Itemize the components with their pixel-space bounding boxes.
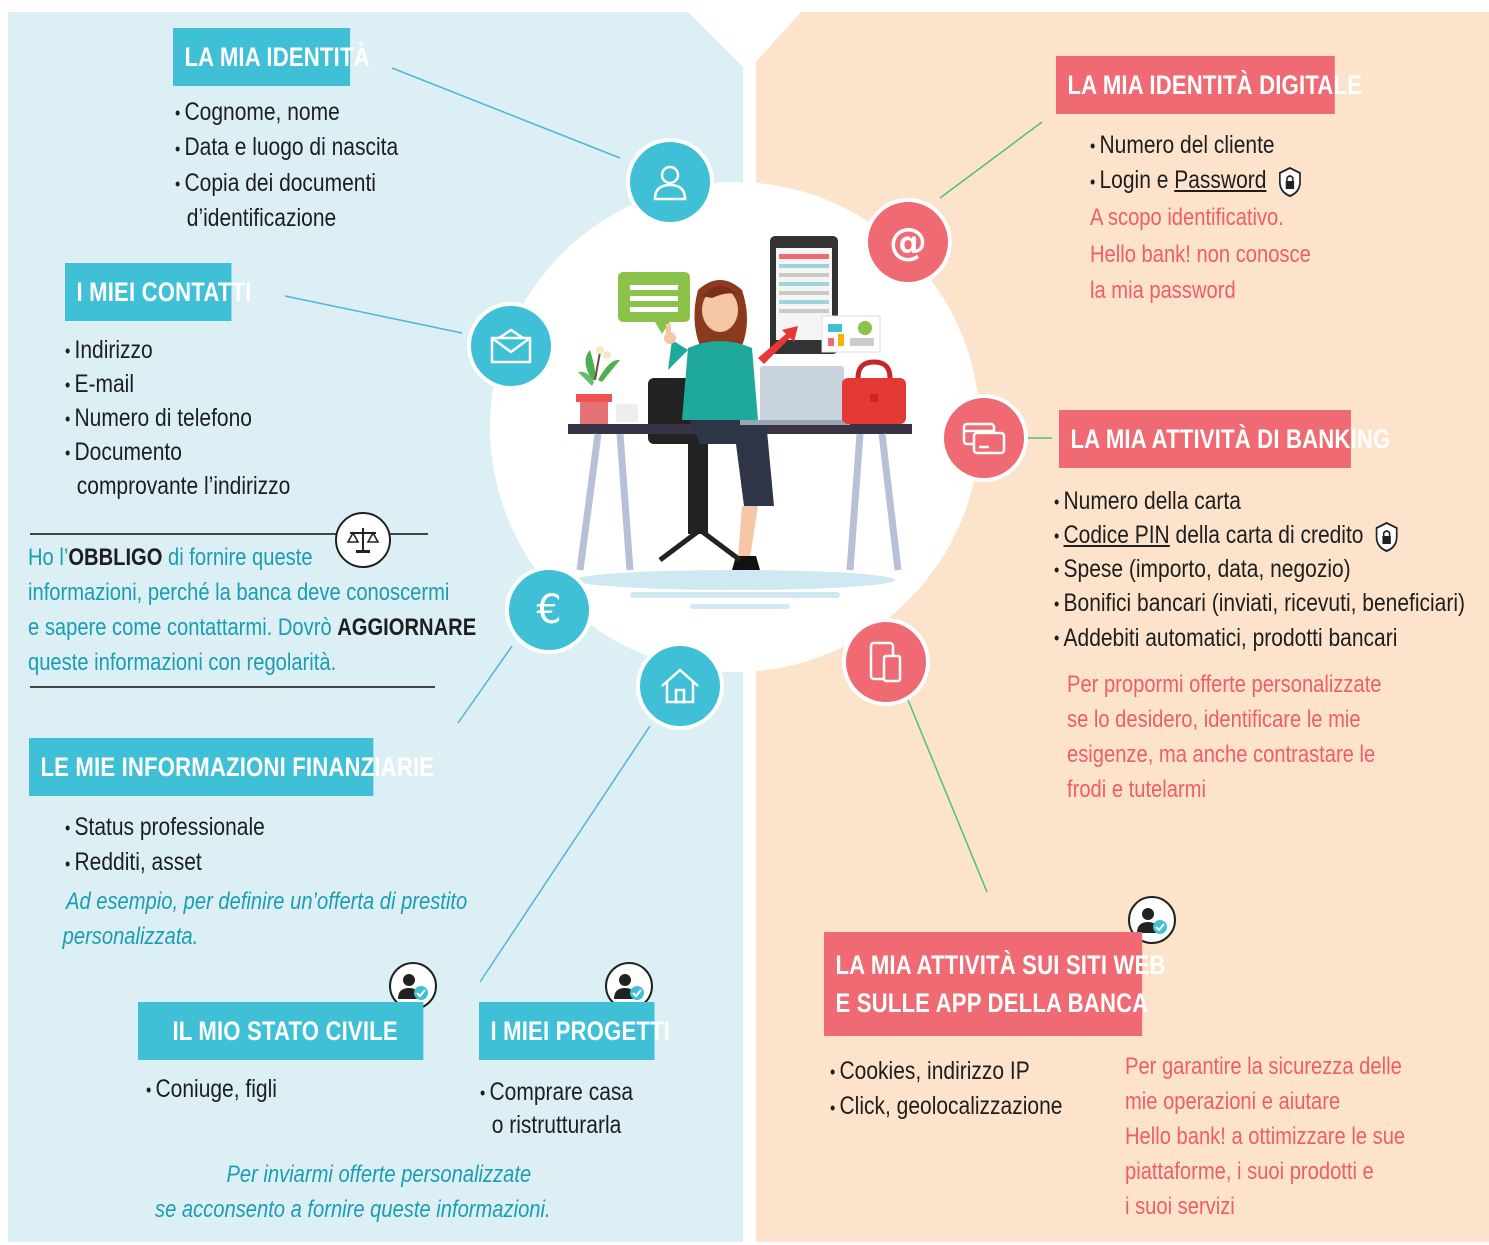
finanziarie-list: Status professionale Redditi, asset bbox=[65, 810, 265, 881]
contatti-list: Indirizzo E-mail Numero di telefono Docu… bbox=[65, 334, 291, 503]
lock-shield-icon bbox=[1376, 521, 1398, 552]
list-item: Numero della carta bbox=[1054, 485, 1465, 519]
tag-contatti-text: I MIEI CONTATTI bbox=[76, 276, 252, 307]
list-item: Cognome, nome bbox=[175, 95, 398, 130]
tag-identita-digitale-text: LA MIA IDENTITÀ DIGITALE bbox=[1067, 69, 1363, 100]
identita-list: Cognome, nome Data e luogo di nascita Co… bbox=[175, 95, 399, 235]
list-item: Indirizzo bbox=[65, 334, 290, 368]
list-item: Data e luogo di nascita bbox=[175, 130, 399, 165]
list-item: Numero del cliente bbox=[1090, 128, 1303, 163]
list-item-continuation: o ristrutturarla bbox=[491, 1111, 622, 1140]
tag-progetti: I MIEI PROGETTI bbox=[479, 1002, 670, 1060]
tag-identita-digitale: LA MIA IDENTITÀ DIGITALE bbox=[1056, 56, 1362, 114]
list-item: Status professionale bbox=[65, 810, 265, 845]
tag-banking: LA MIA ATTIVITÀ DI BANKING bbox=[1059, 410, 1390, 468]
list-item: Comprare casa o ristrutturarla bbox=[480, 1076, 634, 1141]
tag-stato-civile: IL MIO STATO CIVILE bbox=[138, 1002, 424, 1060]
stato-civile-list: Coniuge, figli bbox=[146, 1072, 277, 1107]
tag-contatti: I MIEI CONTATTI bbox=[65, 263, 251, 321]
banking-note: Per propormi offerte personalizzate se l… bbox=[1067, 671, 1382, 803]
divider bbox=[30, 686, 435, 688]
credit-cards-icon bbox=[940, 394, 1028, 482]
web-note: Per garantire la sicurezza delle mie ope… bbox=[1125, 1053, 1406, 1220]
digitale-list: Numero del cliente Login e Password bbox=[1090, 128, 1303, 199]
consenso-note: Per inviarmi offerte personalizzate se a… bbox=[155, 1161, 551, 1223]
list-item: Codice PIN della carta di credito bbox=[1054, 519, 1465, 553]
woman-at-desk-illustration bbox=[568, 236, 912, 609]
scales-icon bbox=[335, 512, 391, 568]
tag-siti-web-line1: LA MIA ATTIVITÀ SUI SITI WEB bbox=[835, 950, 1166, 980]
list-item: Redditi, asset bbox=[65, 845, 265, 880]
user-icon bbox=[626, 138, 714, 226]
list-item-continuation: d’identificazione bbox=[186, 204, 337, 233]
tag-siti-web-line2: E SULLE APP DELLA BANCA bbox=[835, 988, 1149, 1018]
divider bbox=[30, 533, 428, 535]
list-item: Copia dei documenti d’identificazione bbox=[175, 166, 398, 235]
finanziarie-note: Ad esempio, per definire un’offerta di p… bbox=[62, 888, 468, 950]
person-check-icon bbox=[1128, 896, 1176, 944]
web-list: Cookies, indirizzo IP Click, geolocalizz… bbox=[830, 1054, 1063, 1125]
list-item: Spese (importo, data, negozio) bbox=[1054, 553, 1465, 587]
list-item-continuation: comprovante l’indirizzo bbox=[76, 471, 291, 500]
banking-list: Numero della carta Codice PIN della cart… bbox=[1054, 485, 1465, 656]
envelope-icon bbox=[467, 302, 555, 390]
tag-identita-text: LA MIA IDENTITÀ bbox=[184, 41, 370, 72]
list-item: Cookies, indirizzo IP bbox=[830, 1054, 1062, 1089]
at-sign-icon: @ bbox=[864, 198, 952, 286]
list-item: Documento comprovante l’indirizzo bbox=[65, 436, 291, 503]
mobile-devices-icon bbox=[842, 618, 930, 706]
list-item: Addebiti automatici, prodotti bancari bbox=[1054, 622, 1465, 656]
list-item: E-mail bbox=[65, 368, 290, 402]
digitale-note: A scopo identificativo. Hello bank! non … bbox=[1090, 204, 1311, 304]
lock-shield-icon bbox=[1278, 166, 1301, 197]
tag-progetti-text: I MIEI PROGETTI bbox=[490, 1015, 671, 1046]
tag-stato-civile-text: IL MIO STATO CIVILE bbox=[172, 1015, 398, 1046]
tag-finanziarie-text: LE MIE INFORMAZIONI FINANZIARIE bbox=[40, 751, 435, 782]
list-item: Coniuge, figli bbox=[146, 1072, 277, 1107]
tag-identita: LA MIA IDENTITÀ bbox=[173, 28, 370, 86]
progetti-list: Comprare casa o ristrutturarla bbox=[480, 1076, 634, 1141]
euro-icon: € bbox=[505, 566, 593, 654]
obbligo-note: Ho l’OBBLIGO di fornire queste informazi… bbox=[28, 544, 477, 676]
tag-finanziarie: LE MIE INFORMAZIONI FINANZIARIE bbox=[29, 738, 434, 796]
tag-banking-text: LA MIA ATTIVITÀ DI BANKING bbox=[1070, 423, 1391, 454]
house-icon bbox=[636, 642, 724, 730]
tag-siti-web: LA MIA ATTIVITÀ SUI SITI WEB E SULLE APP… bbox=[824, 932, 1165, 1036]
list-item: Click, geolocalizzazione bbox=[830, 1089, 1063, 1124]
list-item: Login e Password bbox=[1090, 163, 1303, 198]
list-item: Numero di telefono bbox=[65, 402, 290, 436]
list-item: Bonifici bancari (inviati, ricevuti, ben… bbox=[1054, 587, 1465, 621]
